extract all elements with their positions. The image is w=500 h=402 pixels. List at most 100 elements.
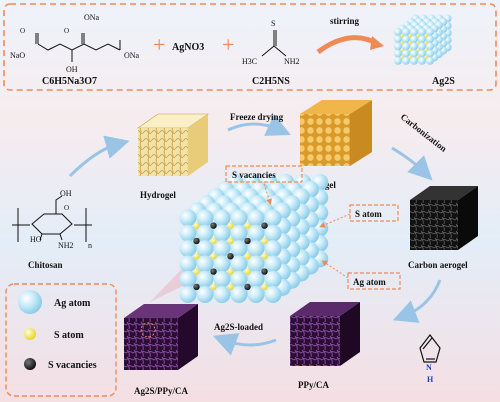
- s-vacancy: [210, 268, 217, 275]
- legend-s-label: S atom: [54, 330, 84, 341]
- ag-atom: [179, 270, 197, 288]
- label-ona-right: ONa: [124, 51, 140, 60]
- ag-atom: [230, 240, 248, 258]
- s-atom: [227, 268, 234, 275]
- ag-atom: [402, 56, 410, 65]
- loading-arrow: [212, 333, 277, 356]
- ag-atom: [213, 240, 231, 258]
- s-vacancy: [261, 222, 268, 229]
- chitosan-oh: OH: [60, 189, 72, 198]
- ag-atom: [247, 255, 265, 273]
- ag-atom-callout: Ag atom: [353, 277, 386, 287]
- s-atom: [408, 41, 412, 45]
- s-vacancy: [193, 283, 200, 291]
- ag-atom: [394, 42, 402, 51]
- s-vacancy: [261, 268, 268, 275]
- ag-atom: [247, 209, 265, 227]
- ag-atom-callout-box: [347, 272, 401, 290]
- ag-atom-swatch: [18, 290, 42, 314]
- s-atom: [244, 253, 251, 260]
- ag-atom: [426, 35, 434, 44]
- label-ona-top: ONa: [84, 13, 100, 22]
- ag-atom: [394, 56, 402, 65]
- ag-atom: [179, 224, 197, 242]
- s-atom: [193, 222, 200, 229]
- s-vacancy: [227, 253, 234, 260]
- legend-ag-label: Ag atom: [54, 298, 91, 309]
- ag-atom: [213, 224, 231, 242]
- ag-atom: [264, 270, 282, 288]
- s-atom: [416, 55, 420, 59]
- ag-atom: [264, 224, 282, 242]
- s-vacancies-callout-box: [225, 165, 303, 183]
- s-atom: [424, 34, 428, 38]
- stirring-arrowhead-icon: [370, 36, 384, 50]
- label-h3c: H3C: [242, 57, 257, 66]
- ag-atom: [213, 270, 231, 288]
- label-nh2-thio: NH2: [284, 57, 300, 66]
- s-atom: [210, 253, 217, 260]
- s-atom: [210, 283, 217, 291]
- citrate-formula: C6H5Na3O7: [42, 76, 97, 87]
- pyrrole-n: N: [426, 363, 432, 372]
- ag-atom: [264, 209, 282, 227]
- ag-atom: [426, 28, 434, 36]
- freeze-drying-label: Freeze drying: [230, 112, 284, 122]
- ag-atom: [179, 286, 197, 303]
- chitosan-ho: HO: [30, 235, 42, 244]
- s-vacancy-swatch: [24, 358, 36, 370]
- ag-atom: [410, 42, 418, 51]
- ag-atom: [426, 56, 434, 65]
- ag2s-loaded-label: Ag2S-loaded: [214, 322, 263, 332]
- s-atom-callout: S atom: [355, 209, 382, 219]
- s-vacancy: [244, 283, 251, 291]
- ag-atom: [230, 209, 248, 227]
- ag2s-small-cube: [394, 14, 452, 65]
- s-vacancies-pointer: [263, 183, 272, 205]
- ag-atom: [418, 56, 426, 65]
- ag2s-product-label: Ag2S: [432, 76, 455, 87]
- ppy-ca-label: PPy/CA: [298, 380, 329, 390]
- legend-box: [5, 283, 117, 397]
- ag-atom: [410, 35, 418, 44]
- ag-atom: [418, 49, 426, 58]
- s-atom-callout-box: [349, 204, 399, 222]
- s-atom: [416, 41, 420, 45]
- label-o-left: O: [20, 27, 25, 35]
- s-atom: [424, 41, 428, 45]
- ag-atom: [264, 286, 282, 303]
- s-atom: [416, 34, 420, 38]
- ag-atom: [196, 286, 214, 303]
- s-atom: [400, 34, 404, 38]
- ag-atom: [196, 255, 214, 273]
- s-atom: [424, 48, 428, 52]
- carbon-aerogel-block: [410, 186, 478, 250]
- thioacetamide-formula: C2H5NS: [252, 76, 290, 87]
- plus-icon: +: [222, 32, 234, 57]
- ag-atom: [247, 224, 265, 242]
- final-composite-block: [124, 304, 198, 370]
- s-atom: [400, 55, 404, 59]
- s-vacancy: [210, 222, 217, 229]
- label-s: S: [271, 19, 275, 28]
- ag-atom: [230, 224, 248, 242]
- freeze-drying-arrow: [227, 114, 291, 136]
- s-atom: [193, 253, 200, 260]
- ag-atom: [213, 286, 231, 303]
- s-atom: [227, 222, 234, 229]
- ag-atom: [418, 35, 426, 44]
- s-atom: [416, 48, 420, 52]
- hydrogel-block: [137, 113, 209, 176]
- ag-atom: [402, 42, 410, 51]
- ag-atom: [410, 28, 418, 36]
- ag-atom: [264, 255, 282, 273]
- s-atom: [244, 222, 251, 229]
- ag-atom: [230, 286, 248, 303]
- ag-atom: [410, 56, 418, 65]
- sodium-citrate-structure: [35, 33, 121, 62]
- label-o-mid: O: [64, 27, 69, 35]
- s-atom: [400, 41, 404, 45]
- ppy-ca-block: [290, 302, 360, 366]
